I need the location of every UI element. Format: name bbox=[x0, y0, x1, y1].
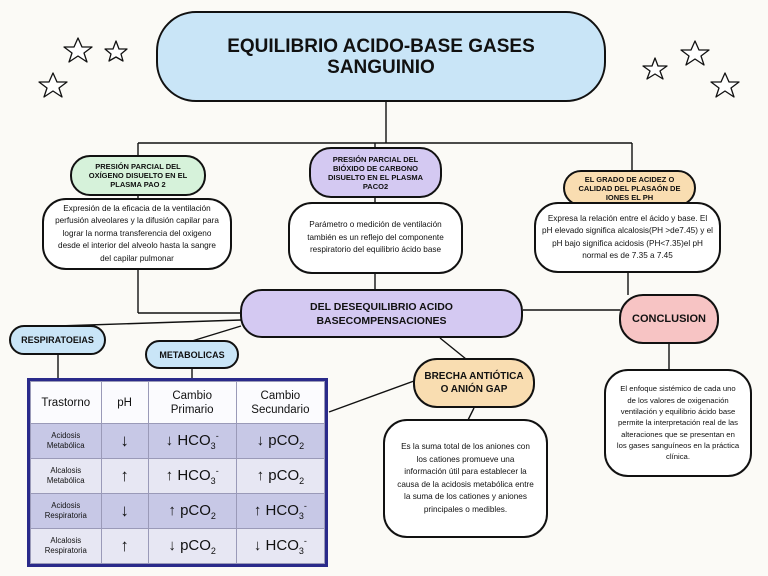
central-node-text: DEL DESEQUILIBRIO ACIDO BASECOMPENSACION… bbox=[310, 300, 453, 327]
brecha-description-text: Es la suma total de los aniones con los … bbox=[397, 442, 534, 514]
table-header: Trastorno bbox=[30, 381, 102, 424]
paco2-heading: PRESIÓN PARCIAL DEL BIÓXIDO DE CARBONO D… bbox=[309, 147, 442, 198]
star-icon bbox=[710, 72, 740, 98]
respiratorias-text: RESPIRATOEIAS bbox=[21, 335, 94, 345]
table-cell-primario: ↑ HCO3- bbox=[147, 458, 237, 494]
table-cell-primario: ↓ HCO3- bbox=[147, 423, 237, 459]
table-cell-ph: ↑ bbox=[100, 458, 149, 494]
paco2-description-text: Parámetro o medición de ventilación tamb… bbox=[307, 220, 444, 255]
paco2-description: Parámetro o medición de ventilación tamb… bbox=[288, 202, 463, 274]
metabolicas-text: METABOLICAS bbox=[159, 349, 225, 360]
conclusion-description-text: El enfoque sistémico de cada uno de los … bbox=[616, 384, 740, 462]
metabolicas-node: METABOLICAS bbox=[145, 340, 239, 369]
paco2-heading-text: PRESIÓN PARCIAL DEL BIÓXIDO DE CARBONO D… bbox=[327, 154, 423, 191]
table-cell-secundario: ↑ pCO2 bbox=[235, 458, 326, 494]
table-header: Cambio Secundario bbox=[235, 381, 326, 424]
ph-description: Expresa la relación entre el ácido y bas… bbox=[534, 202, 721, 273]
brecha-description: Es la suma total de los aniones con los … bbox=[383, 419, 548, 538]
pao2-description: Expresión de la eficacia de la ventilaci… bbox=[42, 198, 232, 270]
acid-base-table: Trastorno pH Cambio Primario Cambio Secu… bbox=[27, 378, 328, 567]
pao2-description-text: Expresión de la eficacia de la ventilaci… bbox=[55, 203, 219, 263]
brecha-heading-text: BRECHA ANTIÓTICA O ANIÓN GAP bbox=[424, 371, 524, 395]
table-header: Cambio Primario bbox=[147, 381, 237, 424]
star-icon bbox=[680, 40, 710, 66]
star-icon bbox=[38, 72, 68, 98]
central-node: DEL DESEQUILIBRIO ACIDO BASECOMPENSACION… bbox=[240, 289, 523, 338]
diagram-title: EQUILIBRIO ACIDO-BASE GASES SANGUINIO bbox=[156, 11, 606, 102]
pao2-heading-text: PRESIÓN PARCIAL DEL OXÍGENO DISUELTO EN … bbox=[88, 162, 188, 189]
diagram-title-text: EQUILIBRIO ACIDO-BASE GASES SANGUINIO bbox=[227, 35, 535, 78]
pao2-heading: PRESIÓN PARCIAL DEL OXÍGENO DISUELTO EN … bbox=[70, 155, 206, 196]
table-header: pH bbox=[100, 381, 149, 424]
conclusion-description: El enfoque sistémico de cada uno de los … bbox=[604, 369, 752, 477]
ph-heading-text: EL GRADO DE ACIDEZ O CALIDAD DEL PLASAÓN… bbox=[578, 174, 681, 202]
table-cell-primario: ↑ pCO2 bbox=[147, 493, 237, 529]
table-cell-ph: ↓ bbox=[100, 493, 149, 529]
table-header-text: Cambio Secundario bbox=[251, 389, 310, 416]
table-header-text: Cambio Primario bbox=[170, 389, 214, 416]
table-cell-ph: ↓ bbox=[100, 423, 149, 459]
table-header-row: Trastorno pH Cambio Primario Cambio Secu… bbox=[30, 381, 326, 424]
ph-description-text: Expresa la relación entre el ácido y bas… bbox=[542, 213, 713, 261]
star-icon bbox=[63, 37, 93, 63]
star-icon bbox=[104, 40, 128, 62]
star-icon bbox=[642, 57, 668, 80]
conclusion-heading-text: CONCLUSION bbox=[632, 313, 706, 325]
table-cell-ph: ↑ bbox=[100, 528, 149, 564]
ph-heading: EL GRADO DE ACIDEZ O CALIDAD DEL PLASAÓN… bbox=[563, 170, 696, 206]
table-cell-secundario: ↓ HCO3- bbox=[235, 528, 326, 564]
brecha-heading: BRECHA ANTIÓTICA O ANIÓN GAP bbox=[413, 358, 535, 408]
table-cell-secundario: ↓ pCO2 bbox=[235, 423, 326, 459]
table-cell-primario: ↓ pCO2 bbox=[147, 528, 237, 564]
decorative-stars bbox=[38, 37, 740, 98]
respiratorias-node: RESPIRATOEIAS bbox=[9, 325, 106, 355]
table-cell-secundario: ↑ HCO3- bbox=[235, 493, 326, 529]
conclusion-heading: CONCLUSION bbox=[619, 294, 719, 344]
